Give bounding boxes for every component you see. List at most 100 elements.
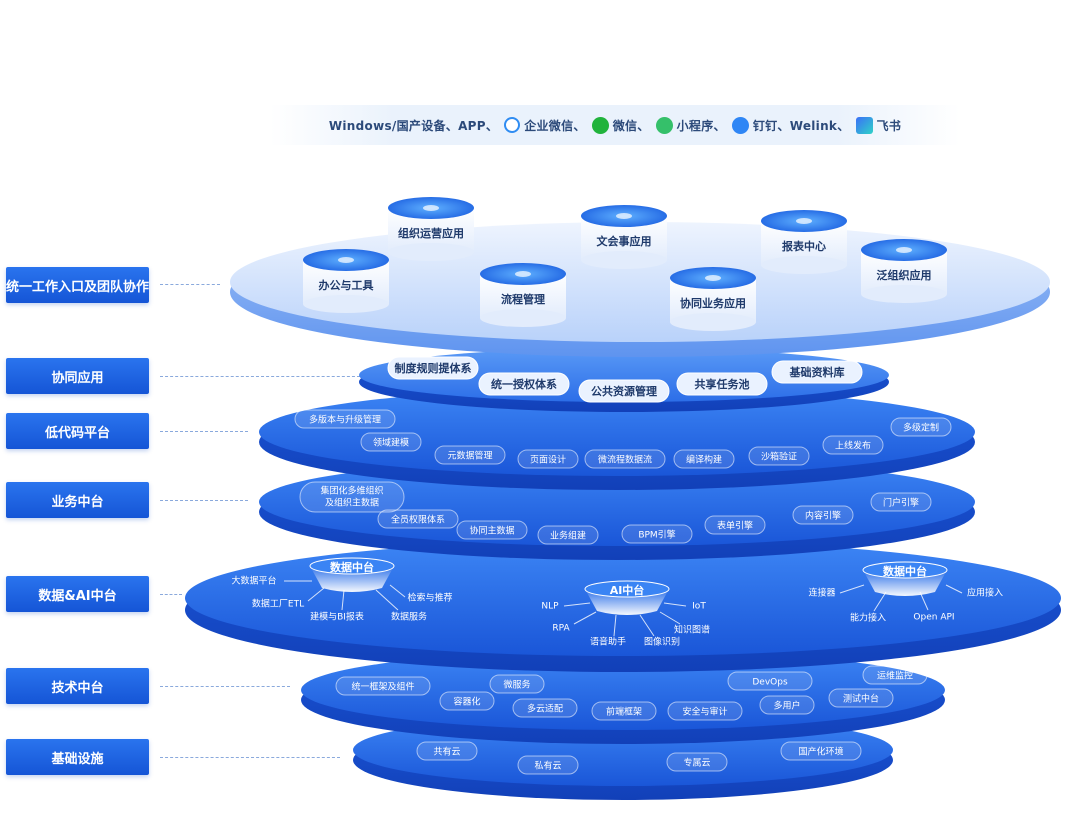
channel-text-feishu: 飞书 <box>876 118 902 133</box>
tech-item[interactable]: 安全与审计 <box>667 701 743 721</box>
app-cylinder-label: 文会事应用 <box>597 234 652 248</box>
lowcode-item[interactable]: 领域建模 <box>360 432 422 452</box>
app-cylinder-label: 协同业务应用 <box>680 296 746 310</box>
app-cylinder-label: 泛组织应用 <box>877 268 932 282</box>
app-cylinder-label: 办公与工具 <box>319 278 374 292</box>
tech-item[interactable]: 微服务 <box>489 674 545 694</box>
collab-item[interactable]: 制度规则提体系 <box>387 356 479 380</box>
business-item-label: 内容引擎 <box>805 510 841 522</box>
tech-item[interactable]: 多用户 <box>759 695 815 715</box>
ai-hub-item: 语音助手 <box>590 636 626 648</box>
app-cylinder-label: 组织运营应用 <box>398 226 464 240</box>
lowcode-item[interactable]: 沙箱验证 <box>748 446 810 466</box>
lowcode-item[interactable]: 编译构建 <box>673 449 735 469</box>
data-hub-2-title: 数据中台 <box>883 564 927 578</box>
infra-item[interactable]: 共有云 <box>416 741 478 761</box>
business-item-label: 协同主数据 <box>469 525 514 537</box>
data-hub-item: 大数据平台 <box>231 575 276 587</box>
business-item-label: 及组织主数据 <box>325 497 379 509</box>
app-cylinder[interactable]: 协同业务应用 <box>670 267 756 331</box>
data-hub-2-item: 连接器 <box>808 587 835 599</box>
layer-label-lowcode: 低代码平台 <box>6 413 149 449</box>
ai-hub-item: IoT <box>692 602 706 612</box>
lowcode-item[interactable]: 多级定制 <box>890 417 952 437</box>
app-cylinder[interactable]: 报表中心 <box>761 210 847 274</box>
lowcode-item[interactable]: 页面设计 <box>517 449 579 469</box>
feishu-icon <box>855 116 873 134</box>
layer-label-business: 业务中台 <box>6 482 149 518</box>
lowcode-item[interactable]: 微流程数据流 <box>584 449 666 469</box>
infra-item[interactable]: 私有云 <box>517 755 579 775</box>
data-hub-item: 数据工厂ETL <box>252 598 304 610</box>
lowcode-item-label: 上线发布 <box>835 440 871 452</box>
wechat-icon <box>591 116 609 134</box>
tech-item[interactable]: DevOps <box>727 671 813 691</box>
collab-item[interactable]: 统一授权体系 <box>478 372 570 396</box>
data-hub-2-item: 能力接入 <box>850 612 886 624</box>
leader-line <box>160 284 220 285</box>
data-hub[interactable]: 数据中台 <box>309 557 395 592</box>
connector-line <box>613 614 617 637</box>
business-item[interactable]: 协同主数据 <box>456 520 528 540</box>
business-item[interactable]: BPM引擎 <box>621 524 693 544</box>
connector-line <box>659 611 681 625</box>
tech-item-label: 统一框架及组件 <box>351 681 414 693</box>
connector-line <box>341 589 345 611</box>
tech-item[interactable]: 统一框架及组件 <box>335 676 431 696</box>
lowcode-item-label: 微流程数据流 <box>598 454 652 466</box>
lowcode-item[interactable]: 元数据管理 <box>434 445 506 465</box>
collab-item-label: 基础资料库 <box>789 365 845 379</box>
business-item[interactable]: 表单引擎 <box>704 515 766 535</box>
collab-item-label: 统一授权体系 <box>491 377 557 391</box>
tech-item-label: 微服务 <box>503 679 530 691</box>
business-item[interactable]: 业务组建 <box>537 525 599 545</box>
leader-line <box>160 757 340 758</box>
business-item[interactable] <box>299 481 405 513</box>
collab-item[interactable]: 共享任务池 <box>676 372 768 396</box>
tech-item[interactable]: 多云适配 <box>512 698 578 718</box>
channel-text-ding: 钉钉、Welink、 <box>752 118 850 133</box>
app-cylinder[interactable]: 泛组织应用 <box>861 239 947 303</box>
collab-item[interactable]: 基础资料库 <box>771 360 863 384</box>
layer-label-collab: 协同应用 <box>6 358 149 394</box>
app-cylinder-label: 报表中心 <box>782 239 826 253</box>
app-cylinder[interactable]: 办公与工具 <box>303 249 389 313</box>
channel-text-wework: 企业微信、 <box>524 118 586 133</box>
lowcode-item-label: 领域建模 <box>373 437 409 449</box>
infra-item-label: 私有云 <box>534 760 561 772</box>
infra-item[interactable]: 国产化环境 <box>780 741 862 761</box>
collab-item[interactable]: 公共资源管理 <box>578 379 670 403</box>
business-item-label: BPM引擎 <box>638 529 675 541</box>
business-item[interactable]: 门户引擎 <box>870 492 932 512</box>
tech-item[interactable]: 前端框架 <box>591 701 657 721</box>
leader-line <box>160 376 360 377</box>
ai-hub[interactable]: AI中台 <box>584 580 670 615</box>
layer-label-data-ai: 数据&AI中台 <box>6 576 149 612</box>
connector-line <box>663 602 687 607</box>
lowcode-item[interactable]: 上线发布 <box>822 435 884 455</box>
tech-item[interactable]: 运维监控 <box>862 665 928 685</box>
tech-item-label: 安全与审计 <box>682 706 727 718</box>
ai-hub-title: AI中台 <box>610 583 645 597</box>
channel-text-wechat: 微信、 <box>612 118 650 133</box>
app-cylinder[interactable]: 流程管理 <box>480 263 566 327</box>
lowcode-item[interactable]: 多版本与升级管理 <box>294 409 396 429</box>
tech-item-label: 测试中台 <box>843 693 879 705</box>
business-item[interactable]: 全员权限体系 <box>377 509 459 529</box>
app-cylinder[interactable]: 文会事应用 <box>581 205 667 269</box>
lowcode-item-label: 页面设计 <box>530 454 566 466</box>
data-hub-2-item: 应用接入 <box>967 587 1003 599</box>
ai-hub-item: NLP <box>541 602 559 612</box>
business-item-label: 表单引擎 <box>717 520 753 532</box>
connector-line <box>839 584 865 594</box>
lowcode-item-label: 多版本与升级管理 <box>309 414 381 426</box>
app-cylinder[interactable]: 组织运营应用 <box>388 197 474 261</box>
tech-item[interactable]: 测试中台 <box>828 688 894 708</box>
layer-label-entry: 统一工作入口及团队协作 <box>6 267 149 303</box>
wework-icon <box>504 117 521 133</box>
lowcode-item-label: 元数据管理 <box>447 450 492 462</box>
data-hub-2[interactable]: 数据中台 <box>862 561 948 596</box>
tech-item[interactable]: 容器化 <box>439 691 495 711</box>
infra-item[interactable]: 专属云 <box>666 752 728 772</box>
business-item[interactable]: 内容引擎 <box>792 505 854 525</box>
